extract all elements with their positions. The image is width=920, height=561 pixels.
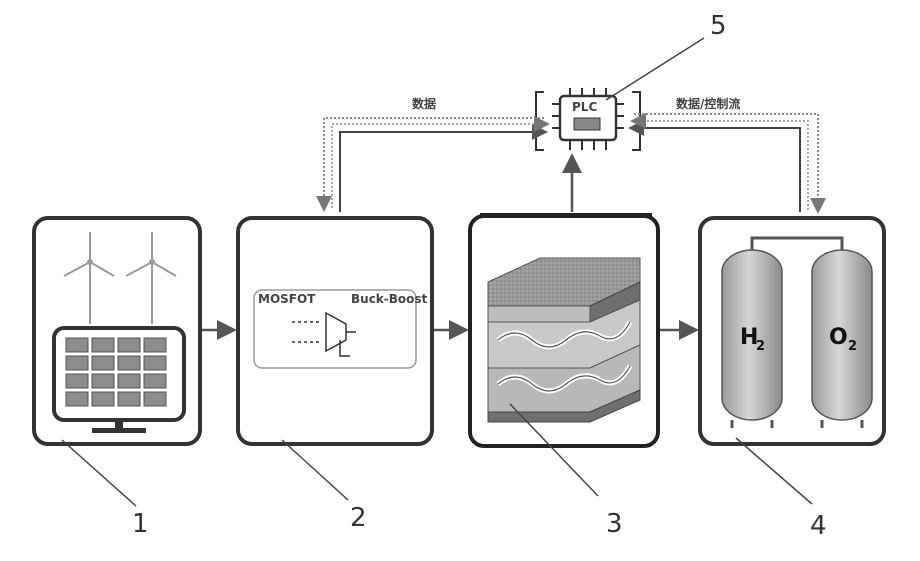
oxygen-tank-icon: O 2 <box>812 250 872 428</box>
data-link-left <box>324 118 546 212</box>
mosfet-label: MOSFOT <box>258 292 316 306</box>
ref-number-5: 5 <box>710 11 727 41</box>
o2-label: O <box>829 325 848 350</box>
o2-subscript: 2 <box>848 339 857 354</box>
data-link-right <box>632 114 818 212</box>
ref-number-1: 1 <box>132 509 149 539</box>
box-electrolyzer <box>470 213 658 446</box>
buck-boost-label: Buck-Boost <box>351 292 428 306</box>
ref-number-2: 2 <box>350 503 367 533</box>
solar-panel-icon <box>54 328 184 433</box>
data-control-flow-label: 数据/控制流 <box>676 96 740 111</box>
ref-number-3: 3 <box>606 509 623 539</box>
plc-chip: PLC <box>536 88 640 150</box>
electrolyzer-stack-icon <box>488 258 640 422</box>
ref-number-4: 4 <box>810 511 827 541</box>
box-renewable-source <box>34 218 200 444</box>
box-converter: MOSFOT Buck-Boost <box>238 218 432 444</box>
box-gas-storage: H 2 O 2 <box>700 218 884 444</box>
h2-subscript: 2 <box>756 339 765 354</box>
data-label: 数据 <box>412 96 436 111</box>
plc-label: PLC <box>572 100 597 114</box>
hydrogen-tank-icon: H 2 <box>722 250 782 428</box>
